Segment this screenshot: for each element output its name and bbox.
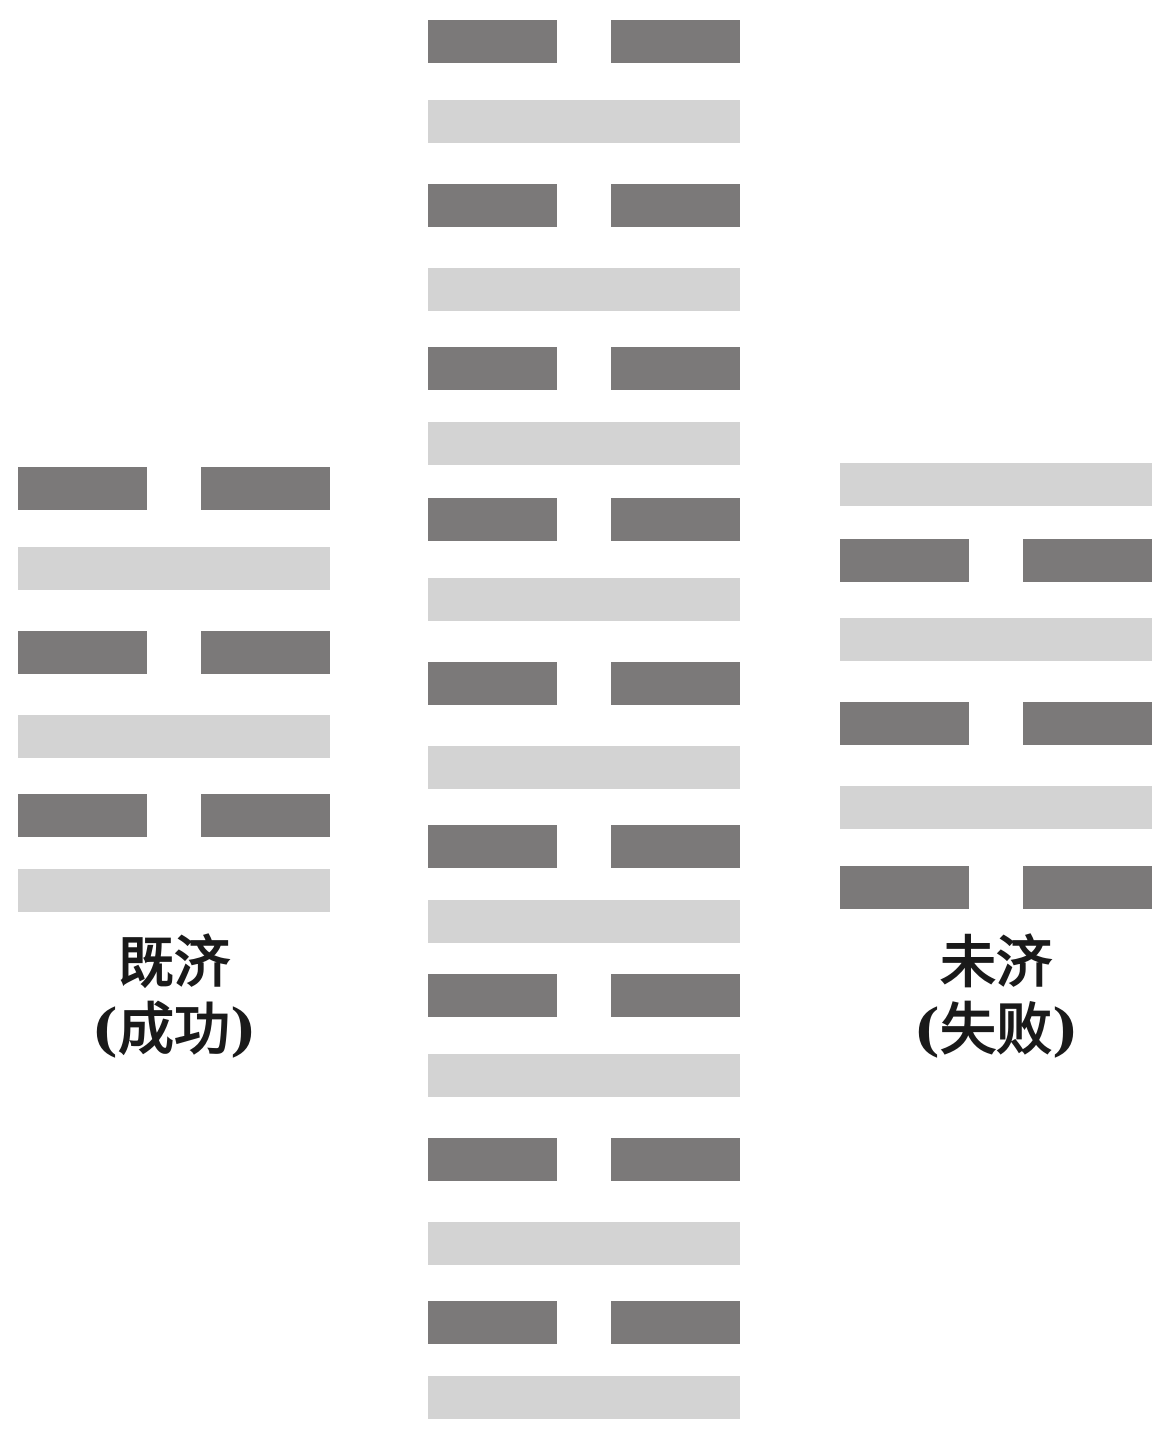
yang-line	[18, 869, 330, 912]
yin-line	[428, 662, 740, 705]
yang-line	[428, 100, 740, 143]
yin-line-right-segment	[1023, 702, 1152, 745]
yin-line-right-segment	[611, 347, 740, 390]
yang-line	[428, 746, 740, 789]
yin-line-left-segment	[840, 702, 969, 745]
yin-line-left-segment	[18, 794, 147, 837]
yin-line-right-segment	[611, 1138, 740, 1181]
yin-line-left-segment	[428, 20, 557, 63]
hexagram-jiji-meaning: (成功)	[91, 997, 257, 1064]
yin-line	[840, 866, 1152, 909]
yin-line-left-segment	[428, 974, 557, 1017]
yin-line	[428, 498, 740, 541]
yang-line	[18, 547, 330, 590]
yang-line	[428, 422, 740, 465]
yin-line	[428, 825, 740, 868]
yin-line	[840, 702, 1152, 745]
hexagram-weiji-meaning: (失败)	[913, 997, 1079, 1064]
yin-line	[428, 1138, 740, 1181]
hexagram-jiji-label: 既济 (成功)	[18, 930, 330, 1064]
yang-line	[428, 268, 740, 311]
yin-line-left-segment	[428, 1301, 557, 1344]
yang-line	[428, 1222, 740, 1265]
yin-line-right-segment	[611, 1301, 740, 1344]
yang-line	[840, 618, 1152, 661]
yin-line-left-segment	[428, 498, 557, 541]
yin-line-right-segment	[201, 631, 330, 674]
yin-line	[428, 20, 740, 63]
yin-line-left-segment	[840, 539, 969, 582]
yin-line	[428, 1301, 740, 1344]
yin-line	[428, 974, 740, 1017]
hexagram-weiji-label: 未济 (失败)	[840, 930, 1152, 1064]
yang-line	[428, 900, 740, 943]
yin-line	[18, 467, 330, 510]
yang-line	[840, 786, 1152, 829]
yin-line	[18, 631, 330, 674]
yang-line	[428, 1376, 740, 1419]
yin-line-right-segment	[201, 467, 330, 510]
yang-line	[428, 1054, 740, 1097]
yin-line	[18, 794, 330, 837]
hexagram-jiji-name: 既济	[118, 930, 230, 996]
yang-line	[18, 715, 330, 758]
yin-line-right-segment	[611, 825, 740, 868]
hexagram-weiji-name: 未济	[940, 930, 1052, 996]
yang-line	[428, 578, 740, 621]
yin-line-right-segment	[201, 794, 330, 837]
yin-line-right-segment	[1023, 866, 1152, 909]
yin-line	[840, 539, 1152, 582]
yin-line-right-segment	[611, 20, 740, 63]
yin-line-left-segment	[18, 467, 147, 510]
yin-line-left-segment	[18, 631, 147, 674]
yin-line-right-segment	[611, 974, 740, 1017]
yin-line-left-segment	[840, 866, 969, 909]
yin-line-right-segment	[611, 662, 740, 705]
yin-line-left-segment	[428, 347, 557, 390]
yin-line-left-segment	[428, 662, 557, 705]
yin-line	[428, 347, 740, 390]
yin-line-right-segment	[611, 498, 740, 541]
yang-line	[840, 463, 1152, 506]
yin-line-left-segment	[428, 1138, 557, 1181]
yin-line-right-segment	[611, 184, 740, 227]
yin-line-left-segment	[428, 184, 557, 227]
yin-line	[428, 184, 740, 227]
yin-line-right-segment	[1023, 539, 1152, 582]
yin-line-left-segment	[428, 825, 557, 868]
